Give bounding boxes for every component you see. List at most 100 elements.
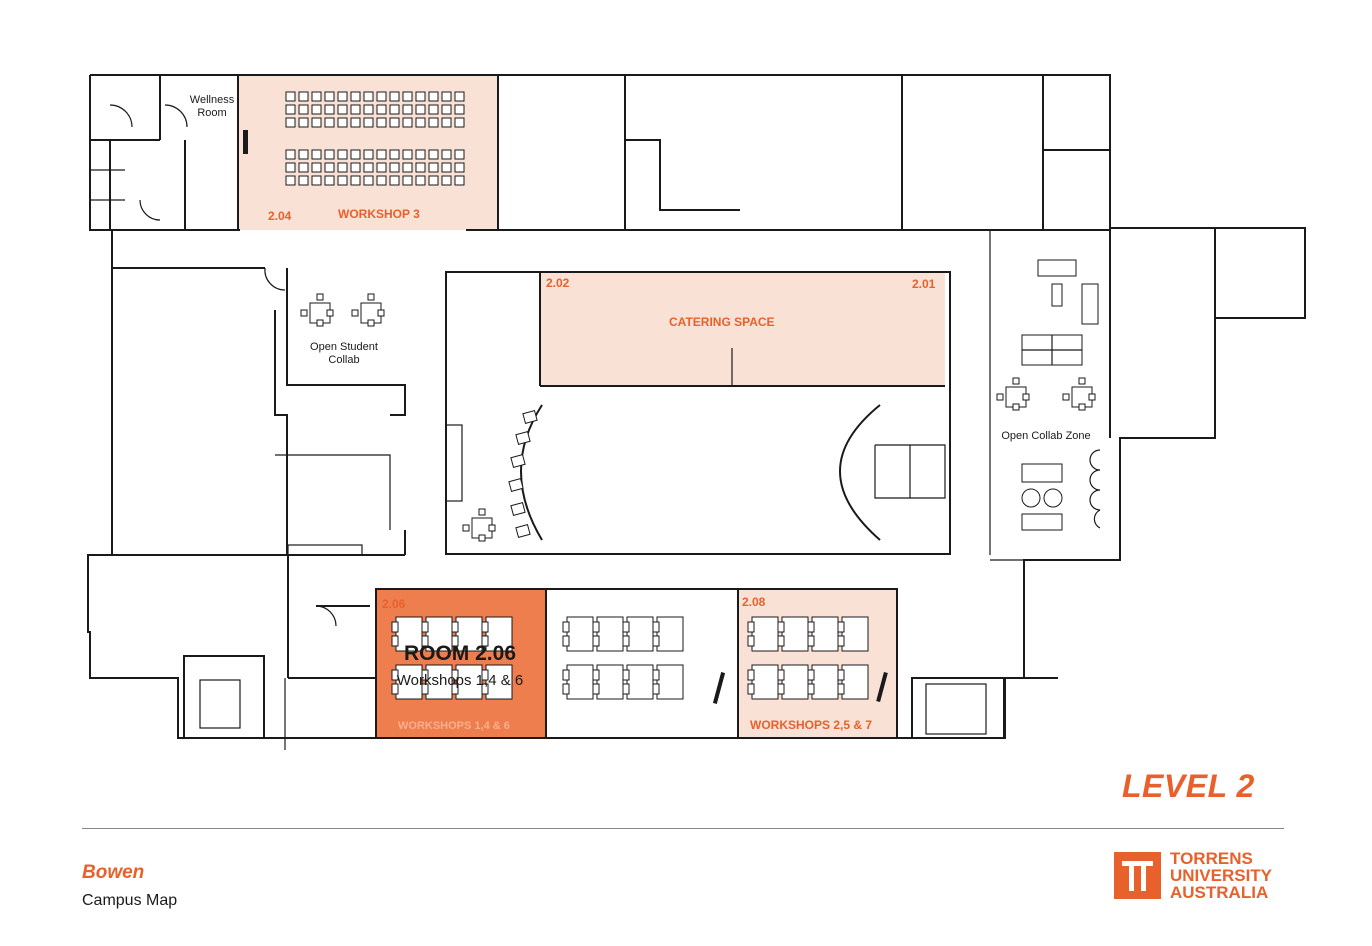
chair — [622, 683, 630, 695]
chair — [777, 621, 785, 633]
chair — [837, 621, 845, 633]
seat — [454, 91, 465, 102]
chair — [807, 621, 815, 633]
chair — [622, 635, 630, 647]
desk — [841, 664, 869, 700]
chair — [652, 669, 660, 681]
seat — [454, 104, 465, 115]
collab-zone-furniture — [1021, 259, 1101, 531]
map-subtitle: Campus Map — [82, 892, 178, 909]
desk — [485, 664, 513, 700]
seat — [389, 149, 400, 160]
stool — [510, 502, 526, 516]
open-collab-zone-label: Open Collab Zone — [1001, 430, 1090, 442]
seat — [389, 117, 400, 128]
screen-mid — [712, 672, 726, 704]
chair — [391, 683, 399, 695]
chair — [316, 293, 324, 301]
seat — [324, 104, 335, 115]
seat — [441, 91, 452, 102]
chair — [316, 319, 324, 327]
workshop-3-seating — [285, 91, 465, 186]
desk — [566, 616, 594, 652]
chair — [421, 669, 429, 681]
seat — [285, 117, 296, 128]
chair — [807, 635, 815, 647]
chair — [391, 635, 399, 647]
chair — [326, 309, 334, 317]
chair — [462, 524, 470, 532]
collab-tables — [300, 293, 1096, 542]
seat — [428, 91, 439, 102]
seat — [389, 91, 400, 102]
seat — [428, 162, 439, 173]
seat — [298, 104, 309, 115]
chair — [367, 293, 375, 301]
seat — [402, 91, 413, 102]
room-2-01-number: 2.01 — [912, 277, 936, 291]
chair — [837, 669, 845, 681]
chair — [622, 669, 630, 681]
seat — [389, 104, 400, 115]
atrium-stools — [508, 410, 538, 538]
chair — [351, 309, 359, 317]
chair — [421, 683, 429, 695]
interior-walls-left — [112, 267, 406, 750]
seat — [298, 91, 309, 102]
seat — [337, 175, 348, 186]
seat — [363, 91, 374, 102]
seat — [376, 175, 387, 186]
seat — [285, 149, 296, 160]
desk — [751, 664, 779, 700]
seat — [350, 117, 361, 128]
desk — [626, 664, 654, 700]
seat — [298, 175, 309, 186]
room-2-02-number: 2.02 — [546, 276, 570, 290]
level-title: LEVEL 2 — [1122, 768, 1255, 804]
floor-plan-map: 2.04 WORKSHOP 3 2.02 2.01 CATERING SPACE… — [87, 74, 1306, 750]
chair — [481, 683, 489, 695]
seat — [376, 117, 387, 128]
seat — [415, 117, 426, 128]
seat — [324, 175, 335, 186]
chair — [777, 635, 785, 647]
chair — [592, 683, 600, 695]
seat — [454, 162, 465, 173]
seat — [350, 175, 361, 186]
chair — [481, 635, 489, 647]
torrens-logo-icon — [1114, 852, 1161, 899]
open-student-collab-label-1: Open Student — [310, 341, 378, 353]
outer-walls — [87, 74, 1306, 739]
seat — [311, 104, 322, 115]
seat — [350, 149, 361, 160]
chair — [1012, 377, 1020, 385]
stairs-left — [183, 655, 265, 739]
seat — [298, 149, 309, 160]
chair — [562, 621, 570, 633]
desk — [656, 664, 684, 700]
seat — [363, 117, 374, 128]
chair — [1022, 393, 1030, 401]
stairs-right — [911, 677, 1005, 739]
chair — [391, 621, 399, 633]
wellness-room-label-2: Room — [197, 107, 226, 119]
seat — [337, 91, 348, 102]
desk — [566, 664, 594, 700]
seat — [324, 149, 335, 160]
screen-2-04 — [243, 130, 248, 154]
chair — [747, 621, 755, 633]
room-2-08-fill[interactable] — [738, 589, 897, 738]
seat — [350, 104, 361, 115]
room-2-04-number: 2.04 — [268, 209, 292, 223]
room-catering-fill[interactable] — [540, 272, 945, 386]
chair — [1012, 403, 1020, 411]
desk — [596, 616, 624, 652]
atrium — [445, 271, 951, 555]
chair — [451, 683, 459, 695]
seat — [311, 91, 322, 102]
room-2-06-fill[interactable] — [376, 589, 546, 738]
seat — [402, 175, 413, 186]
seat — [285, 175, 296, 186]
seat — [389, 162, 400, 173]
seat — [363, 149, 374, 160]
